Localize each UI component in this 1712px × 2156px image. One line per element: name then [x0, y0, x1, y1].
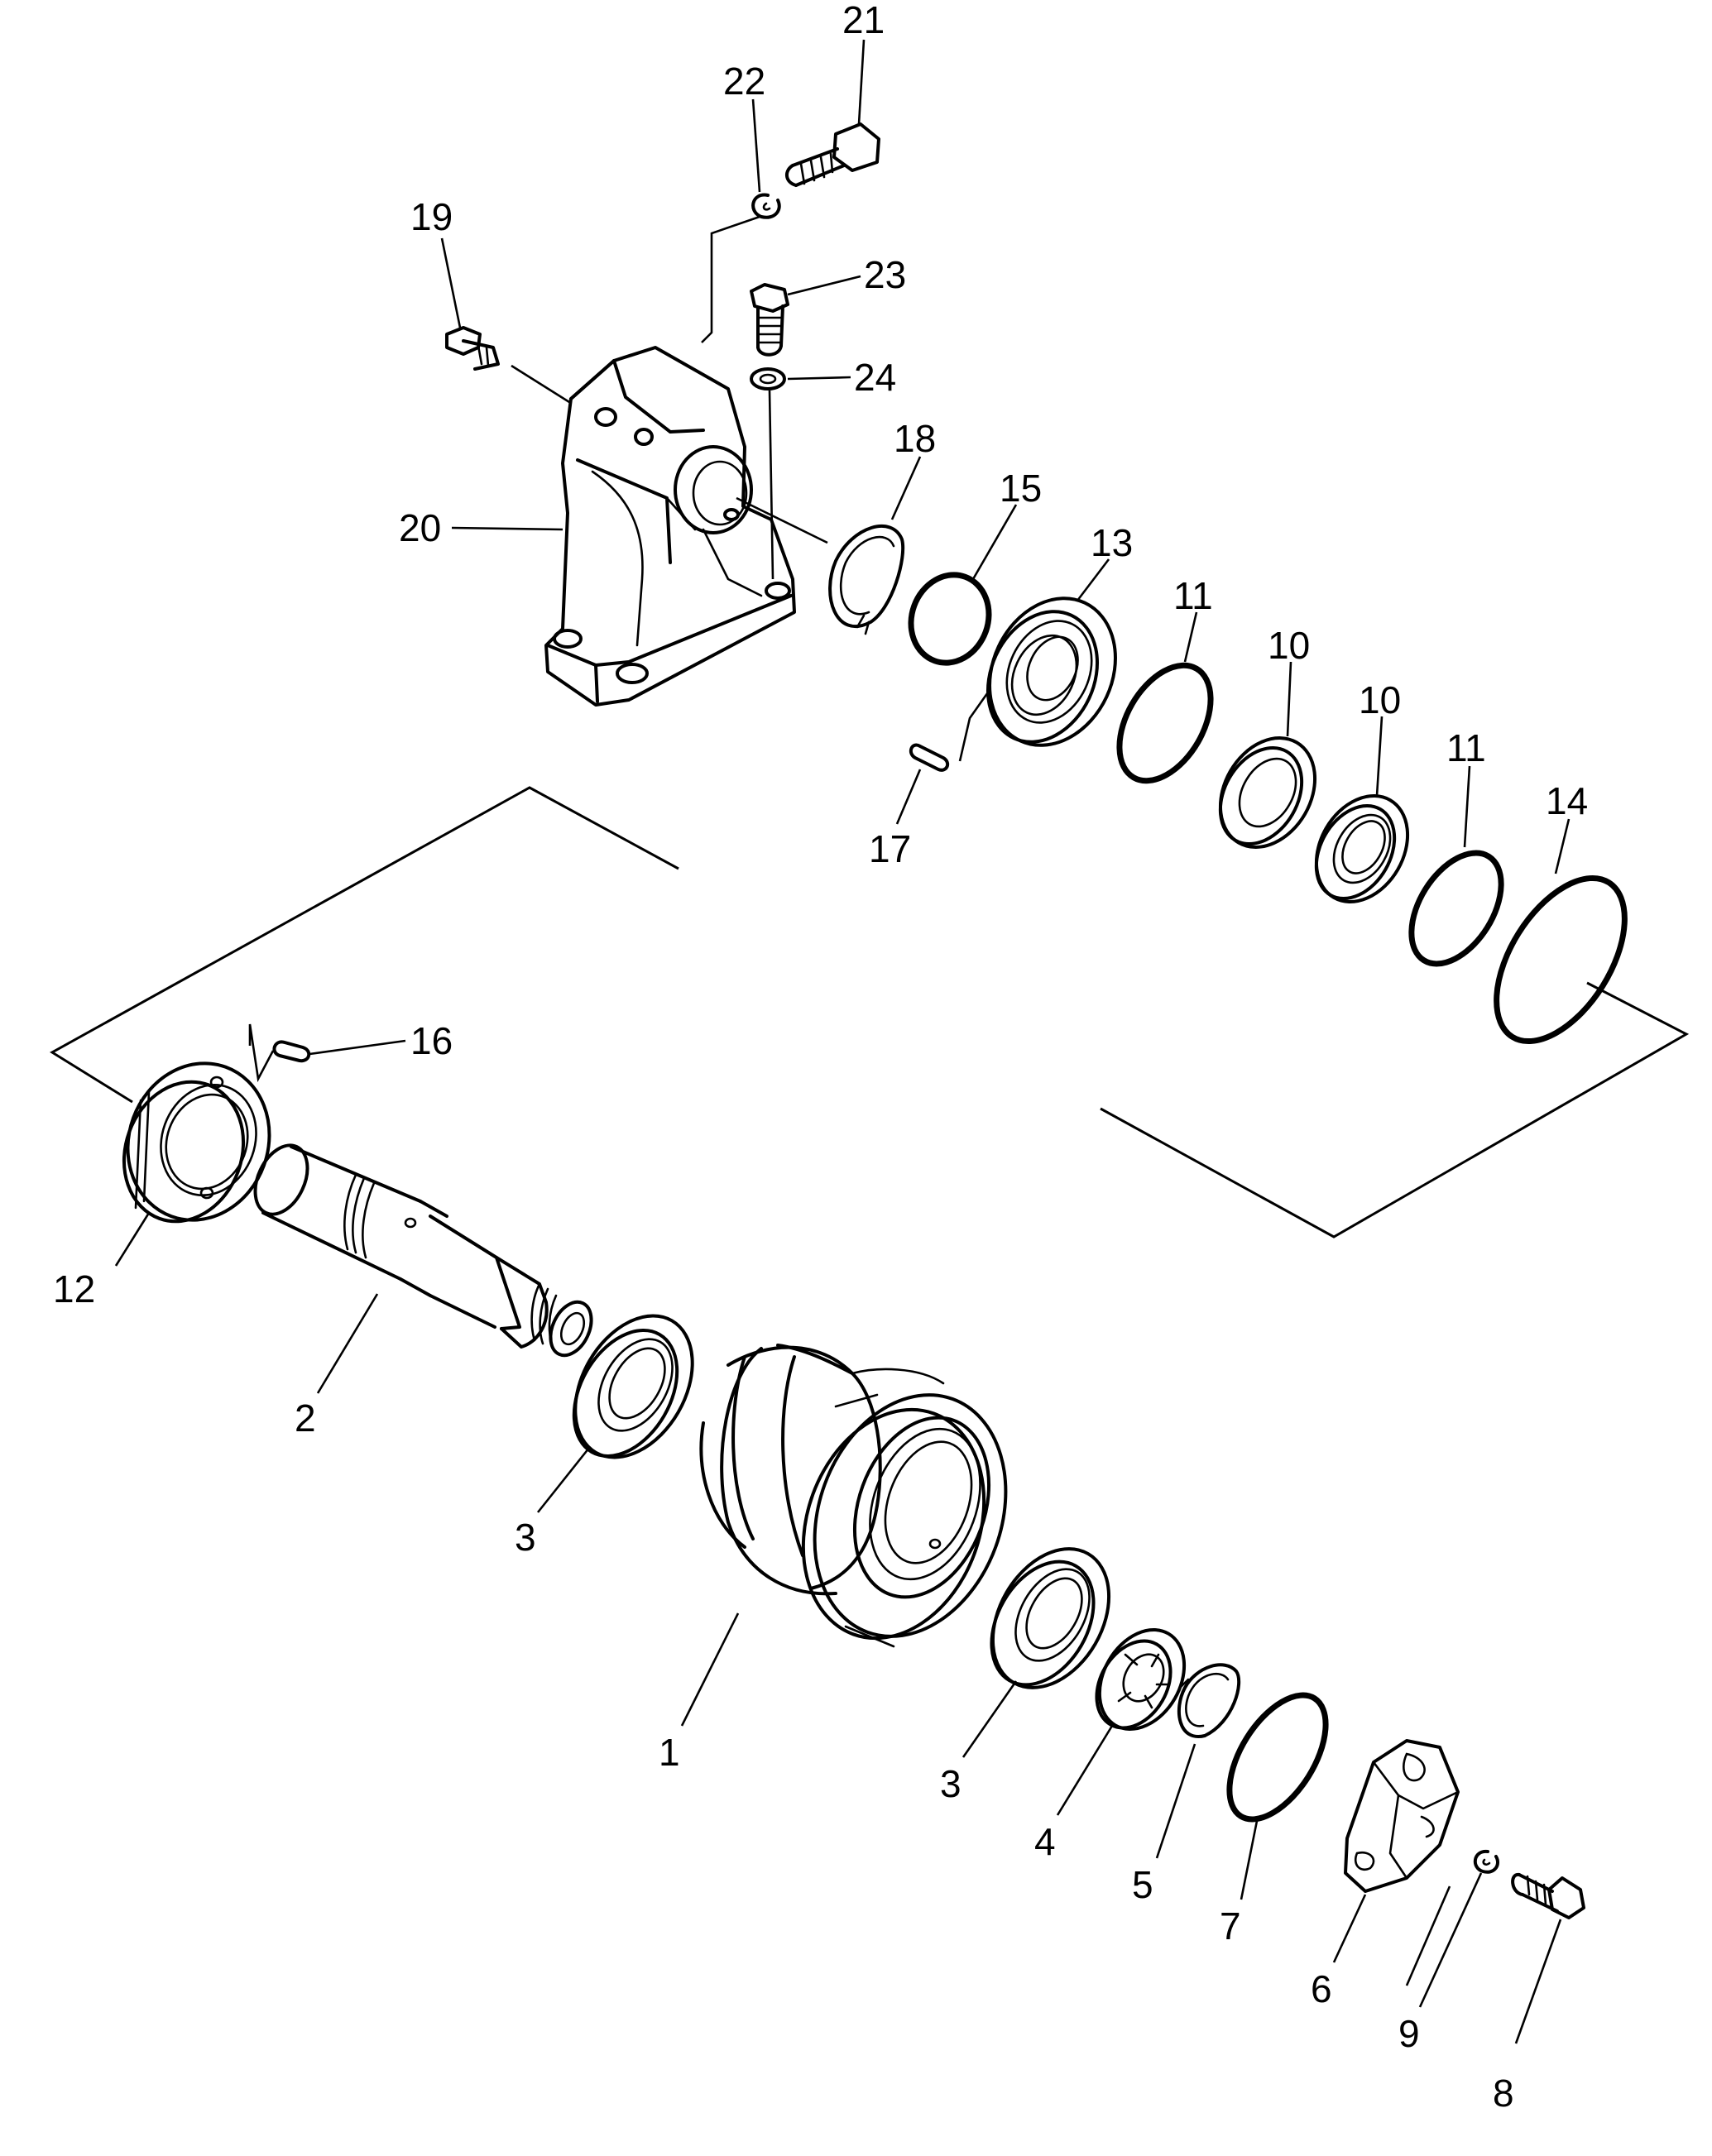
- callout-3-right: 3: [940, 1762, 962, 1805]
- part-11-o-ring-upper: [1116, 662, 1214, 784]
- part-1-roller: [699, 1344, 1008, 1648]
- part-7-o-ring: [1226, 1692, 1329, 1823]
- connector-lines: [248, 215, 1451, 1986]
- callout-24: 24: [854, 356, 896, 399]
- part-20-bracket: [544, 346, 796, 707]
- callout-21: 21: [842, 0, 885, 41]
- callout-19: 19: [410, 195, 453, 238]
- part-23-bolt: [750, 283, 789, 357]
- callout-1: 1: [659, 1731, 680, 1774]
- callout-17: 17: [869, 827, 911, 870]
- part-10-seal-upper: [1218, 736, 1317, 849]
- part-19-plug: [445, 326, 500, 371]
- callout-15: 15: [1000, 467, 1042, 510]
- part-3-bearing-left: [572, 1314, 694, 1459]
- callout-14: 14: [1546, 779, 1588, 822]
- callout-10-upper: 10: [1268, 624, 1310, 667]
- part-15-o-ring: [908, 572, 992, 666]
- callout-5: 5: [1132, 1863, 1153, 1906]
- leader-lines: [114, 39, 1571, 2044]
- callout-23: 23: [864, 253, 906, 296]
- part-24-washer: [750, 367, 786, 390]
- part-2-shaft: [253, 1143, 593, 1358]
- callout-22: 22: [723, 60, 765, 103]
- callout-7: 7: [1220, 1904, 1241, 1948]
- part-16-pin: [272, 1040, 311, 1063]
- part-17-pin: [909, 743, 950, 772]
- part-14-o-ring: [1494, 874, 1628, 1045]
- part-18-snap-ring: [828, 525, 905, 635]
- callout-9: 9: [1398, 2012, 1420, 2055]
- callout-8: 8: [1493, 2072, 1514, 2115]
- callout-4: 4: [1034, 1820, 1056, 1863]
- part-6-cover: [1344, 1739, 1460, 1893]
- callout-11-lower: 11: [1446, 726, 1486, 769]
- callout-11-upper: 11: [1173, 574, 1213, 617]
- part-22-lock-washer: [751, 193, 781, 219]
- callout-16: 16: [410, 1019, 453, 1062]
- callout-6: 6: [1311, 1967, 1332, 2010]
- callout-labels: 21 22 23 24 19 20 18 15 13 11 10 10 11 1…: [53, 0, 1588, 2115]
- part-11-o-ring-lower: [1408, 850, 1504, 967]
- callout-10-lower: 10: [1359, 678, 1401, 721]
- callout-12: 12: [53, 1267, 95, 1310]
- part-3-bearing-right: [990, 1547, 1111, 1689]
- part-21-bolt: [785, 122, 880, 187]
- part-9-lock-washer: [1474, 1849, 1499, 1874]
- callout-18: 18: [894, 417, 936, 460]
- part-5-snap-ring: [1177, 1663, 1241, 1739]
- callout-3-left: 3: [515, 1516, 536, 1559]
- part-10-seal-lower: [1314, 794, 1410, 903]
- part-8-bolt: [1511, 1873, 1585, 1919]
- callout-13: 13: [1091, 521, 1133, 564]
- callout-20: 20: [399, 506, 441, 549]
- assembly-frame: [50, 786, 1690, 1239]
- callout-2: 2: [295, 1397, 316, 1440]
- part-13-seal: [985, 596, 1117, 747]
- part-4-nut: [1095, 1627, 1187, 1732]
